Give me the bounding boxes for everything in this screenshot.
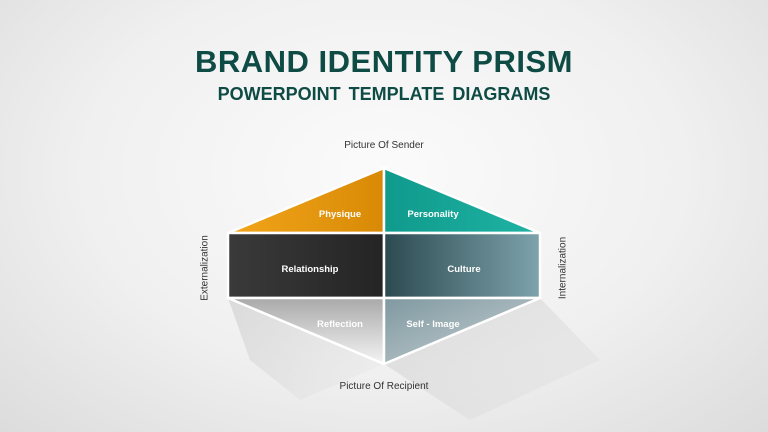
segment-personality — [382, 166, 542, 235]
segment-label-self-image: Self - Image — [406, 319, 459, 330]
segment-self-image — [382, 296, 542, 366]
segment-label-relationship: Relationship — [281, 264, 338, 275]
segment-label-reflection: Reflection — [317, 319, 363, 330]
segment-label-culture: Culture — [447, 264, 480, 275]
prism-shadow-left — [228, 298, 384, 400]
page-title: BRAND IDENTITY PRISM — [194, 44, 573, 79]
segment-label-physique: Physique — [319, 209, 361, 220]
axis-label-top: Picture Of Sender — [344, 140, 424, 151]
prism-shadow-right — [384, 298, 600, 420]
page-subtitle: POWERPOINT TEMPLATE DIAGRAMS — [217, 84, 551, 104]
axis-label-bottom: Picture Of Recipient — [339, 381, 429, 392]
segment-label-personality: Personality — [407, 209, 459, 220]
segment-relationship — [226, 231, 386, 300]
segment-culture — [382, 231, 542, 300]
segment-physique — [226, 166, 386, 235]
